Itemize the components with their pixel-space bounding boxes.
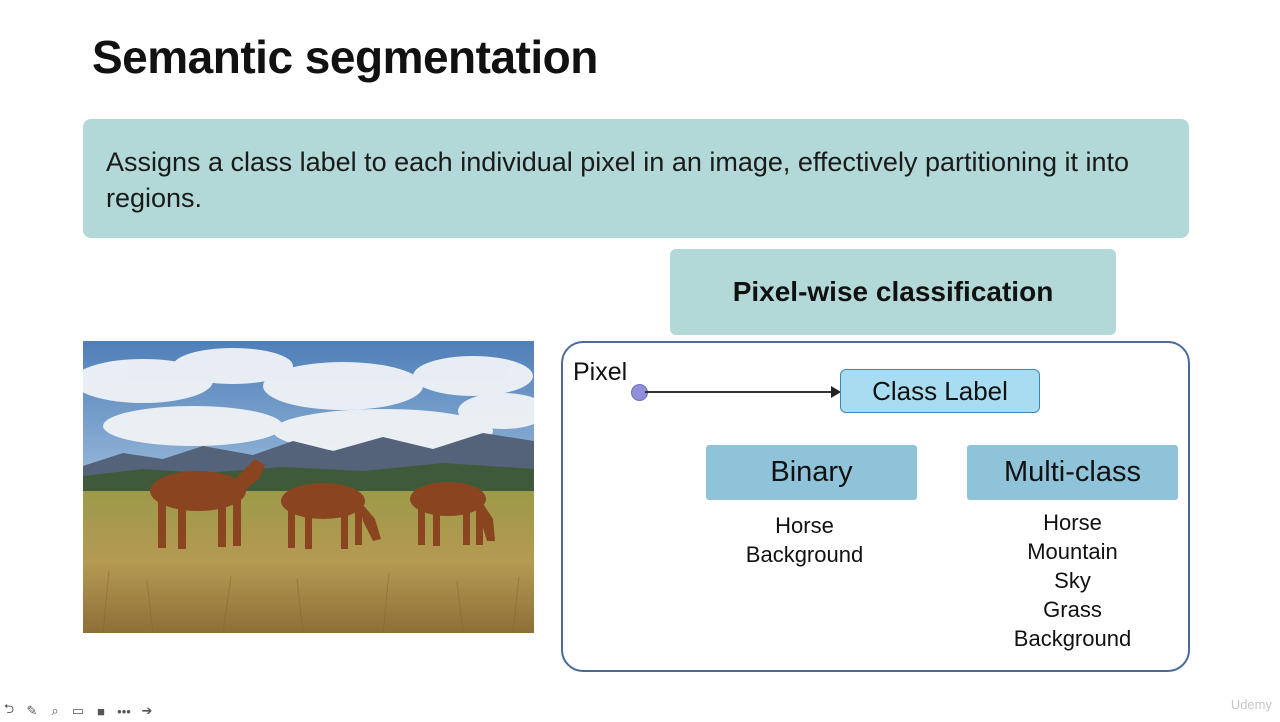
- definition-box: Assigns a class label to each individual…: [83, 119, 1189, 238]
- pixel-wise-header: Pixel-wise classification: [670, 249, 1116, 335]
- list-item: Horse: [1043, 510, 1102, 535]
- list-item: Horse: [775, 513, 834, 538]
- pen-icon[interactable]: ✎: [26, 703, 38, 718]
- zoom-icon[interactable]: ⌕: [51, 703, 59, 718]
- captions-icon[interactable]: ▭: [71, 703, 85, 718]
- list-item: Background: [1013, 626, 1132, 651]
- player-controls: ⮌ ✎ ⌕ ▭ ■ ••• ➔: [0, 701, 156, 720]
- multiclass-items: Horse Mountain Sky Grass Background: [967, 508, 1178, 653]
- list-item: Sky: [1054, 568, 1091, 593]
- classification-diagram: Pixel Class Label Binary Horse Backgroun…: [561, 341, 1190, 672]
- horses-photo: [83, 341, 534, 633]
- class-label-box: Class Label: [840, 369, 1040, 413]
- more-icon[interactable]: •••: [117, 703, 131, 719]
- list-item: Mountain: [1027, 539, 1118, 564]
- arrow-head-icon: [831, 386, 841, 398]
- list-item: Grass: [1043, 597, 1102, 622]
- slide-title: Semantic segmentation: [92, 31, 598, 83]
- udemy-watermark: Udemy: [1230, 697, 1272, 712]
- multiclass-box: Multi-class: [967, 445, 1178, 500]
- back-icon[interactable]: ⮌: [3, 701, 15, 716]
- pixel-label: Pixel: [573, 358, 628, 386]
- forward-icon[interactable]: ➔: [141, 703, 153, 718]
- video-icon[interactable]: ■: [97, 703, 105, 719]
- binary-items: Horse Background: [699, 511, 910, 569]
- horses-photo-graphic: [83, 341, 534, 633]
- list-item: Background: [745, 542, 864, 567]
- arrow-line: [645, 391, 835, 393]
- binary-box: Binary: [706, 445, 917, 500]
